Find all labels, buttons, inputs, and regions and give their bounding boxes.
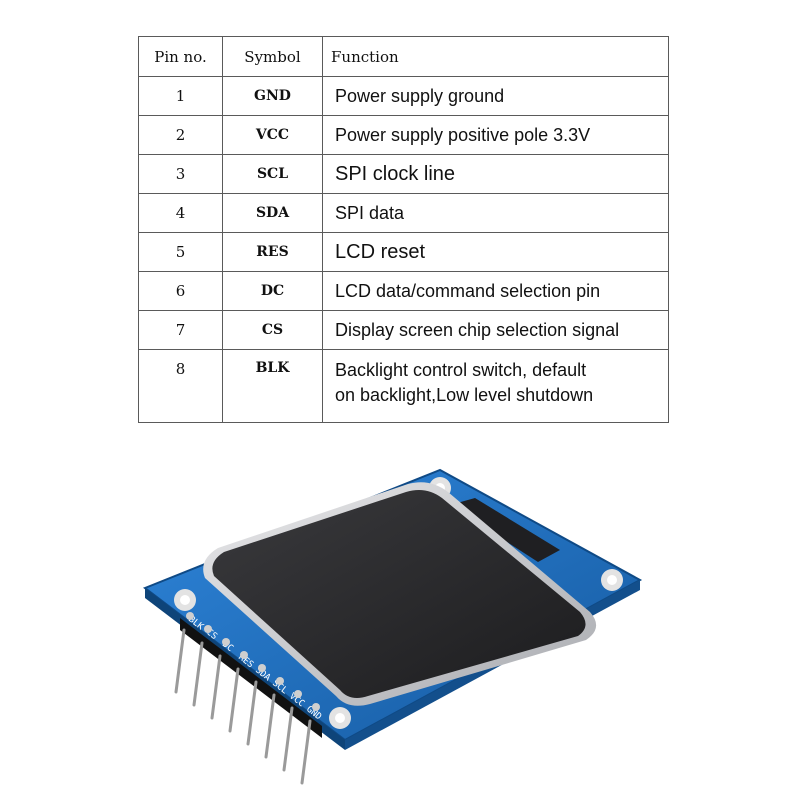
pin-symbol: SDA bbox=[222, 193, 323, 233]
pin-function: LCD data/command selection pin bbox=[322, 271, 669, 311]
pin-number: 5 bbox=[138, 232, 223, 272]
table-row: 2 VCC Power supply positive pole 3.3V bbox=[138, 115, 669, 155]
header-pins bbox=[174, 612, 322, 785]
lcd-module-illustration: BLK CS DC RES SDA SCL VCC GND bbox=[142, 468, 643, 785]
pin-symbol: BLK bbox=[222, 349, 323, 423]
pin-number: 2 bbox=[138, 115, 223, 155]
pin-number: 6 bbox=[138, 271, 223, 311]
flex-connector bbox=[450, 498, 560, 562]
table-row: 1 GND Power supply ground bbox=[138, 76, 669, 116]
pin-symbol: RES bbox=[222, 232, 323, 272]
table-row: 8 BLK Backlight control switch, default … bbox=[138, 349, 669, 423]
table-row: 3 SCL SPI clock line bbox=[138, 154, 669, 194]
header-function: Function bbox=[322, 36, 669, 77]
pin-number: 3 bbox=[138, 154, 223, 194]
pin-number: 8 bbox=[138, 349, 223, 423]
header-symbol: Symbol bbox=[222, 36, 323, 77]
pin-function: SPI data bbox=[322, 193, 669, 233]
pin-symbol: VCC bbox=[222, 115, 323, 155]
pin-function-line-2: on backlight,Low level shutdown bbox=[335, 385, 594, 405]
pin-function: Backlight control switch, default on bac… bbox=[322, 349, 669, 423]
table-row: 6 DC LCD data/command selection pin bbox=[138, 271, 669, 311]
display-screen bbox=[212, 490, 586, 698]
pin-function: Power supply positive pole 3.3V bbox=[322, 115, 669, 155]
pin-function: LCD reset bbox=[322, 232, 669, 272]
pin-symbol: GND bbox=[222, 76, 323, 116]
pin-table: Pin no. Symbol Function 1 GND Power supp… bbox=[138, 36, 669, 423]
header-pin-no: Pin no. bbox=[138, 36, 223, 77]
pin-symbol: CS bbox=[222, 310, 323, 350]
pin-function: Display screen chip selection signal bbox=[322, 310, 669, 350]
pin-symbol: DC bbox=[222, 271, 323, 311]
table-header-row: Pin no. Symbol Function bbox=[138, 36, 669, 77]
pin-function: Power supply ground bbox=[322, 76, 669, 116]
pin-function-line-1: Backlight control switch, default bbox=[335, 360, 587, 380]
table-row: 5 RES LCD reset bbox=[138, 232, 669, 272]
pin-number: 7 bbox=[138, 310, 223, 350]
pin-function: SPI clock line bbox=[322, 154, 669, 194]
pin-number: 4 bbox=[138, 193, 223, 233]
table-row: 4 SDA SPI data bbox=[138, 193, 669, 233]
pin-number: 1 bbox=[138, 76, 223, 116]
table-row: 7 CS Display screen chip selection signa… bbox=[138, 310, 669, 350]
pin-symbol: SCL bbox=[222, 154, 323, 194]
